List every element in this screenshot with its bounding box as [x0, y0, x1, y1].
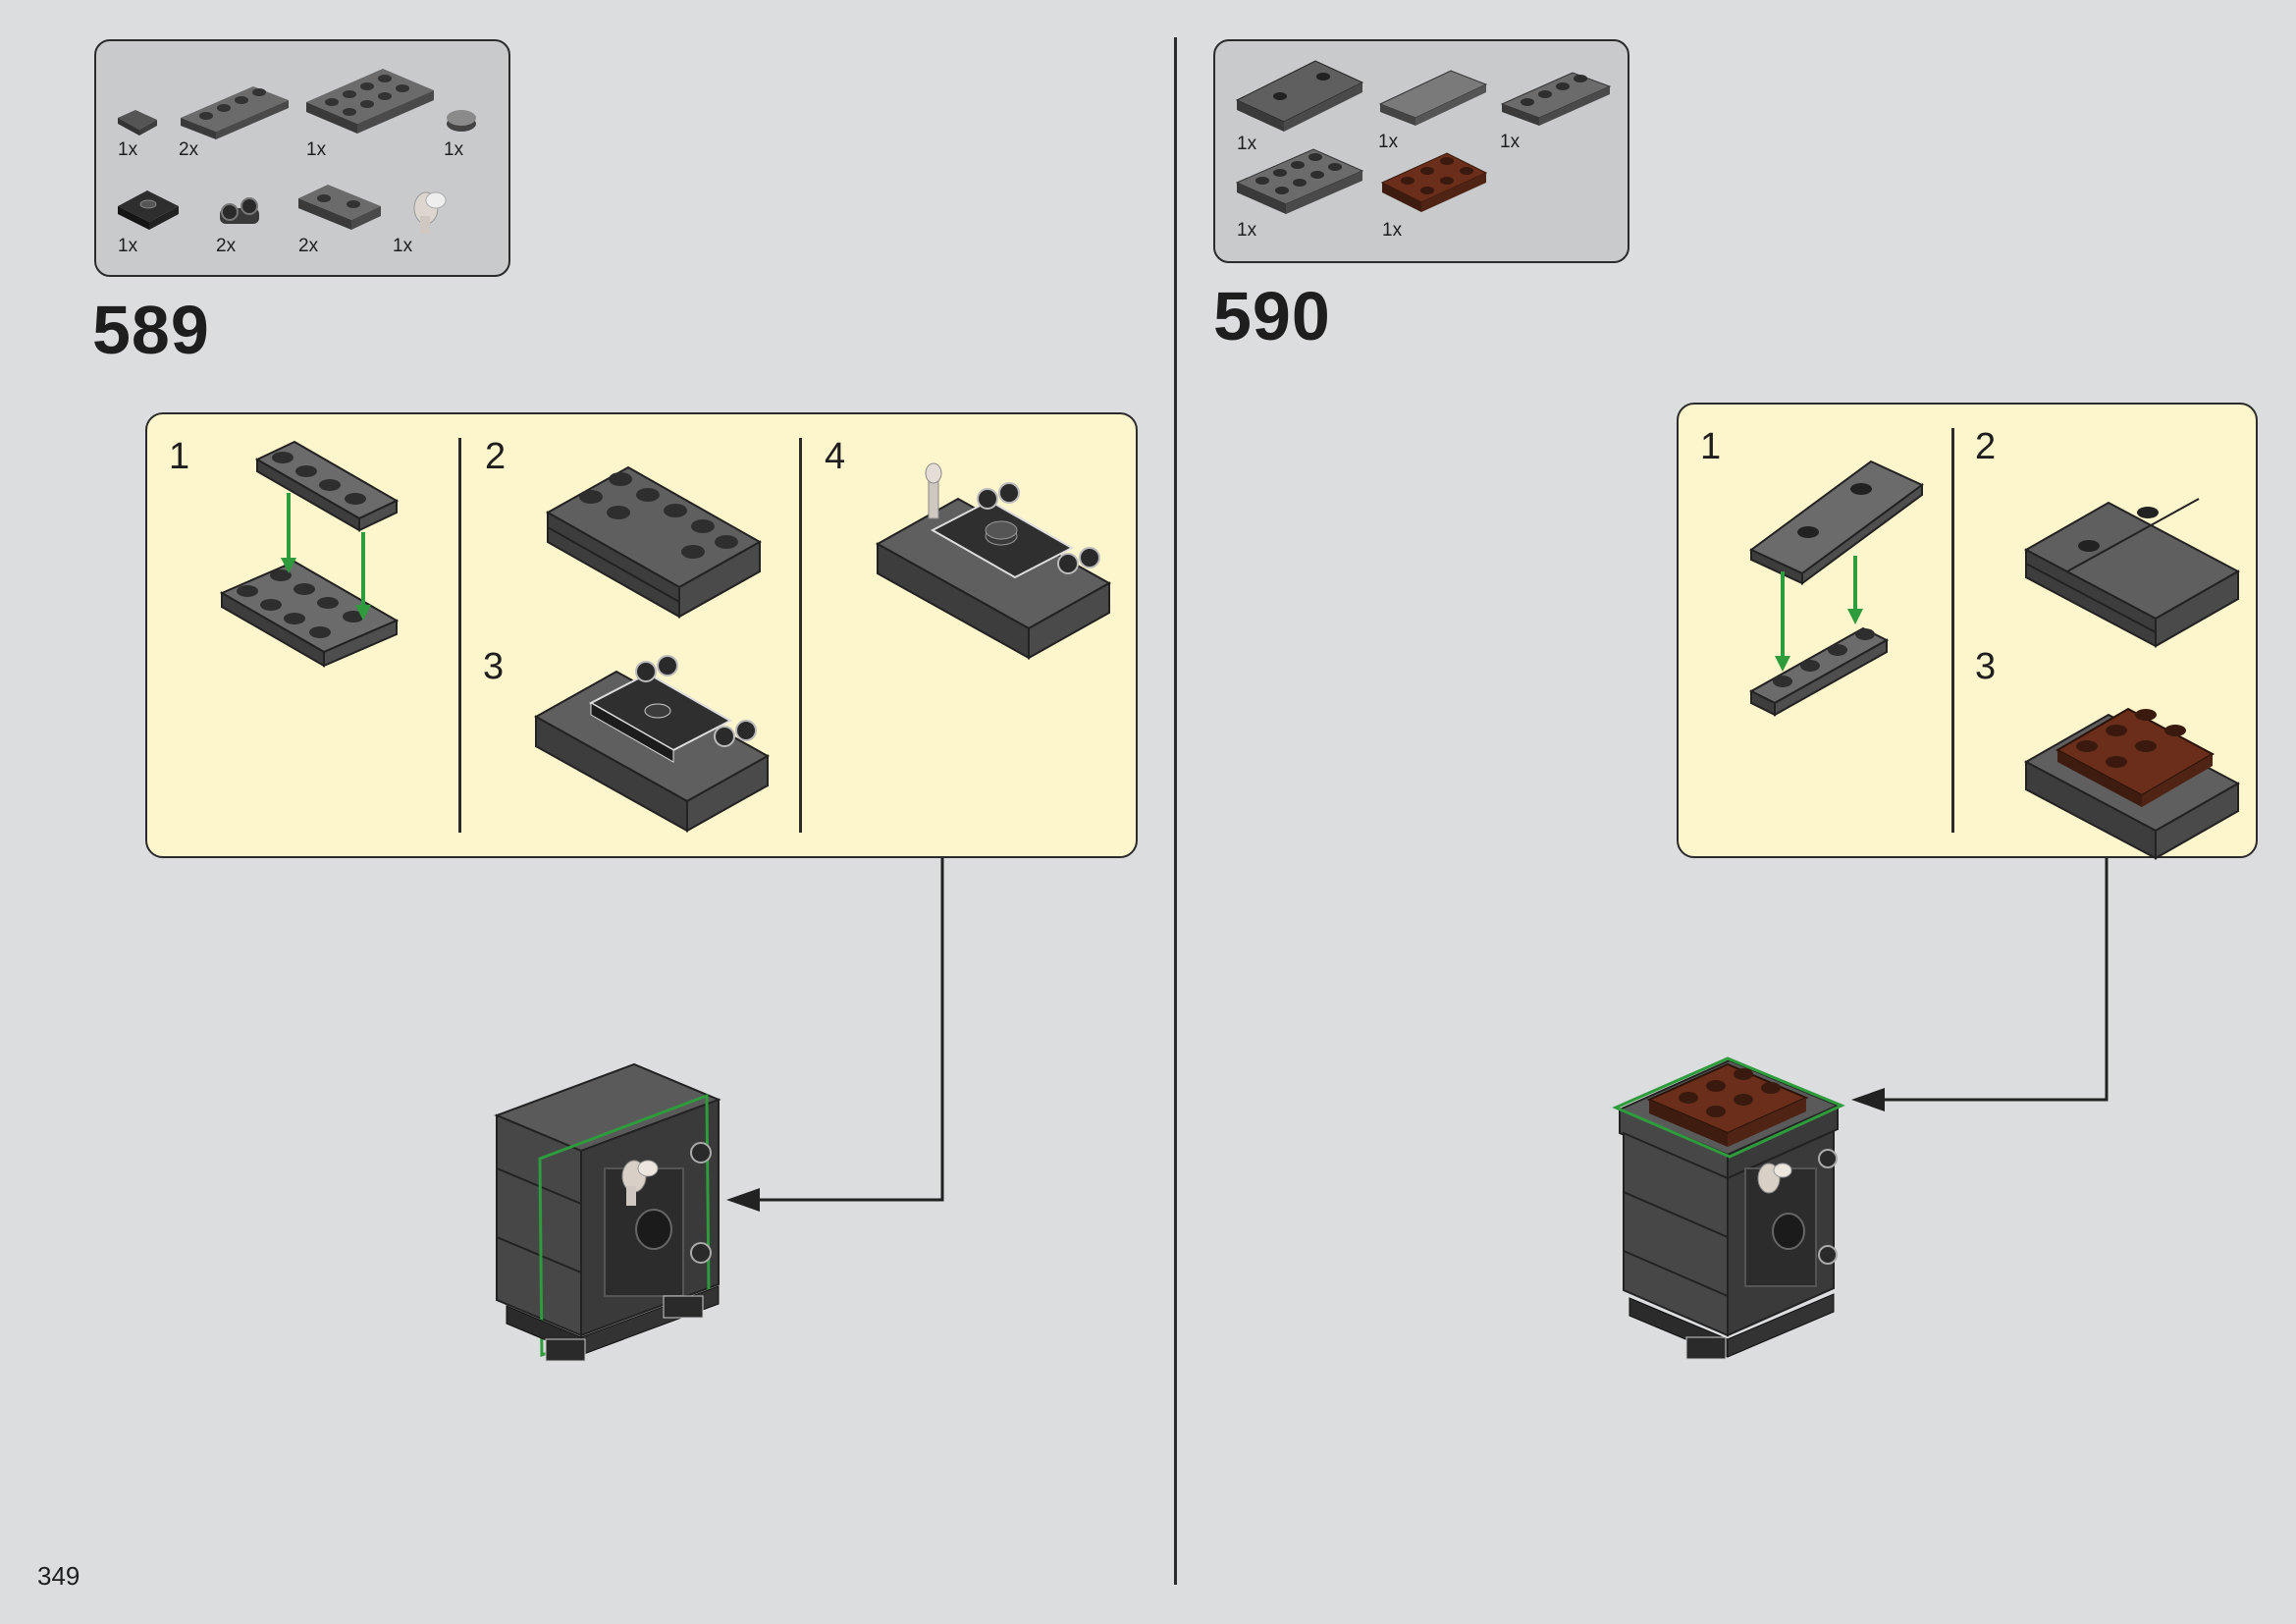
part-qty: 1x [393, 236, 413, 256]
substep-number: 1 [1700, 426, 1722, 467]
panel-divider [799, 438, 802, 833]
substep-3-model [533, 655, 771, 833]
part-round-tile-icon [447, 110, 476, 132]
panel-divider [1951, 428, 1954, 833]
part-plate-2x4-icon [1235, 148, 1364, 214]
substep-number: 1 [169, 436, 190, 477]
main-model-589 [494, 1062, 721, 1362]
substep-1-model [219, 440, 400, 668]
part-qty: 1x [1500, 132, 1521, 152]
parts-list-590: 1x 1x 1x 1x 1x [1213, 39, 1629, 263]
substep-3-model [2023, 707, 2241, 860]
part-qty: 1x [306, 139, 327, 160]
part-qty: 1x [1237, 220, 1257, 241]
part-qty: 1x [118, 139, 138, 160]
part-qty: 1x [1378, 132, 1399, 152]
part-plate-1x4-icon [1500, 72, 1612, 126]
part-qty: 1x [118, 236, 138, 256]
parts-illustrations-589 [118, 69, 476, 234]
part-plate-1x4-icon [181, 86, 289, 139]
part-tile-1x4-icon [1378, 70, 1488, 126]
parts-illustrations-590 [1235, 60, 1612, 214]
part-qty: 2x [298, 236, 319, 256]
part-plate-2x3-brown-icon [1380, 152, 1488, 212]
part-jumper-plate-icon [118, 190, 179, 230]
substep-number: 3 [483, 646, 505, 687]
part-qty: 1x [444, 139, 464, 160]
parts-list-589: 1x 2x 1x 1x 1x 2x 2x 1x [94, 39, 510, 277]
part-qty: 2x [216, 236, 237, 256]
part-clip-plate-icon [220, 197, 259, 224]
page-divider [1174, 37, 1177, 1585]
part-plate-2x2-icon [298, 185, 381, 230]
part-plate-2x4-icon [306, 69, 434, 134]
step-number-589: 589 [92, 292, 210, 368]
part-qty: 1x [1237, 134, 1257, 154]
substep-number: 4 [825, 436, 846, 477]
subassembly-panel-589: 1 2 3 4 [145, 412, 1138, 858]
substep-number: 3 [1975, 646, 1997, 687]
substep-number: 2 [1975, 426, 1997, 467]
part-plate-2x4-studs-icon [1235, 60, 1364, 132]
panel-divider [458, 438, 461, 833]
part-qty: 2x [179, 139, 199, 160]
main-model-590 [1612, 1056, 1845, 1360]
substep-1-model [1748, 460, 1924, 717]
page-number: 349 [37, 1561, 80, 1591]
substep-illustrations-589 [219, 440, 1112, 833]
substep-2-model [545, 465, 763, 619]
substep-2-model [2023, 498, 2241, 648]
substep-number: 2 [485, 436, 507, 477]
substep-4-model [875, 462, 1112, 660]
substep-illustrations-590 [1748, 460, 2241, 860]
step-number-590: 590 [1213, 278, 1331, 354]
part-key-icon [413, 191, 447, 234]
part-qty: 1x [1382, 220, 1403, 241]
part-tile-1x1-icon [118, 110, 157, 135]
subassembly-panel-590: 1 2 3 [1677, 403, 2258, 860]
